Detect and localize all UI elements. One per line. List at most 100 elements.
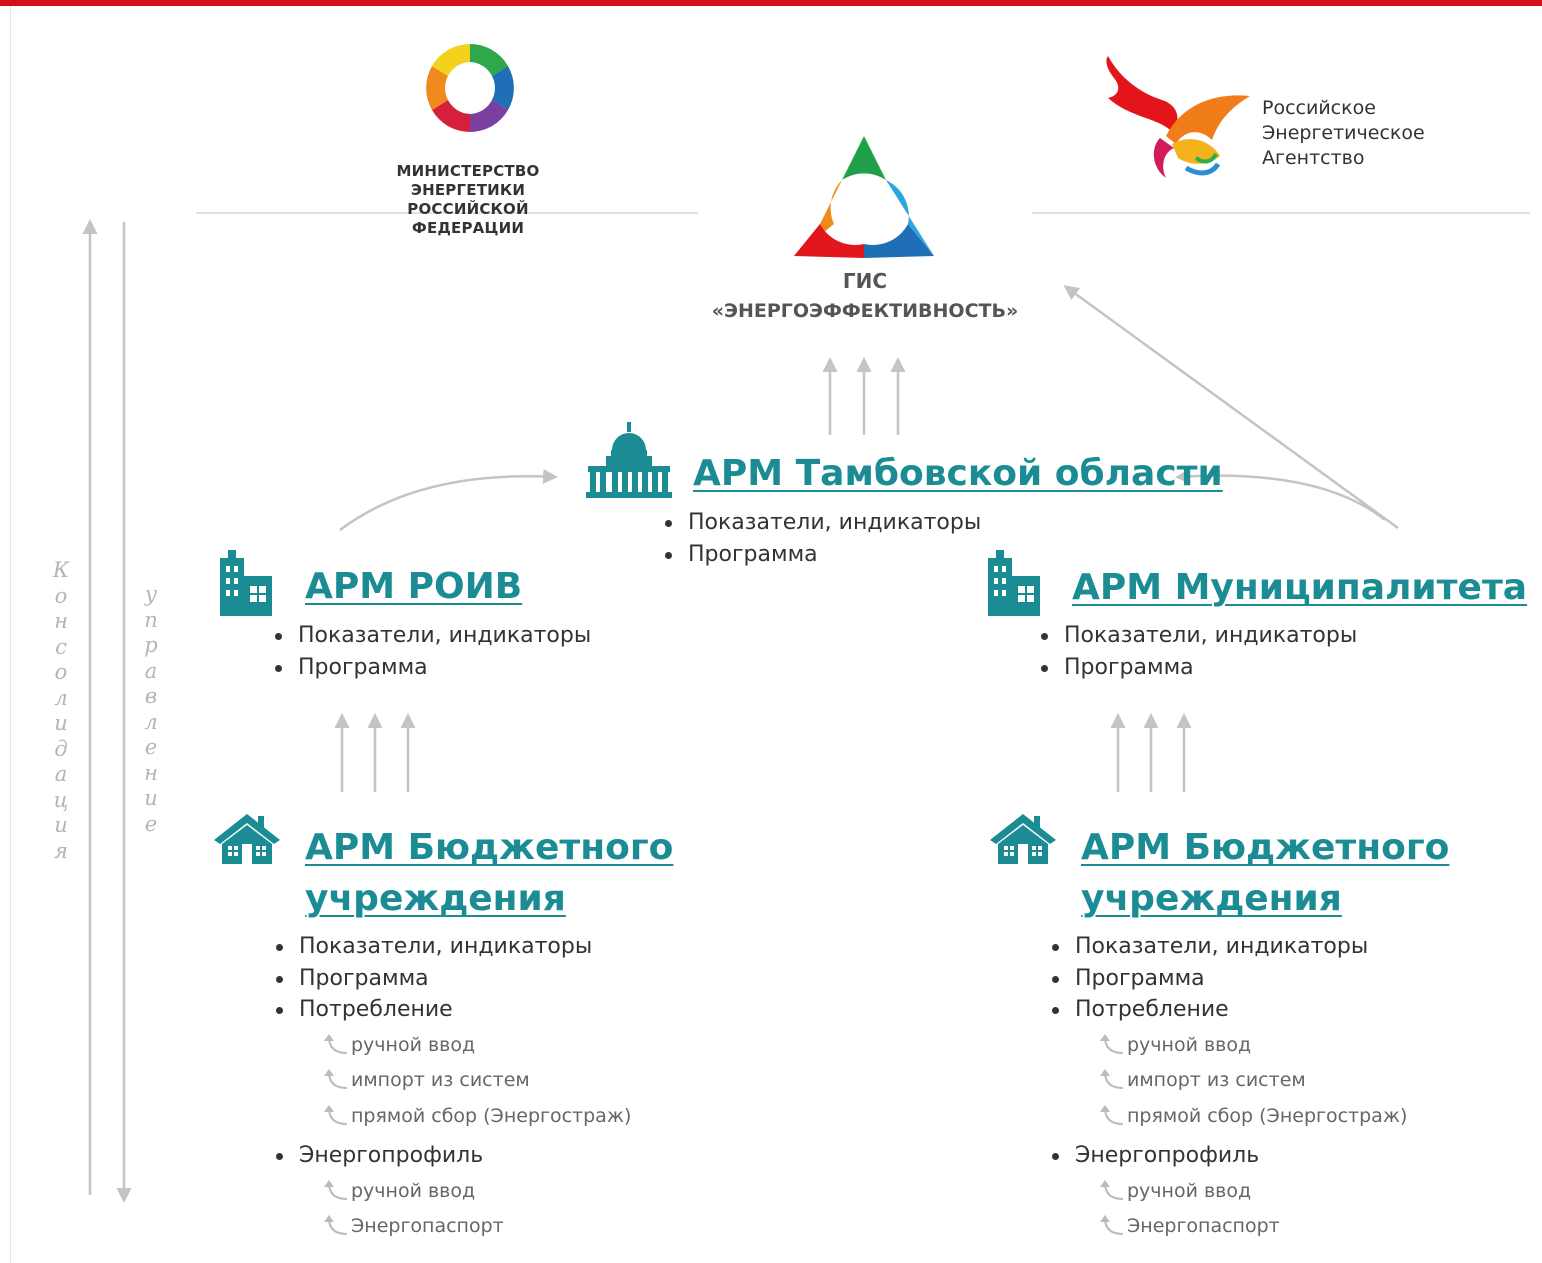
list-item-label: Потребление: [1075, 997, 1229, 1022]
arrow-roiv-region: [339, 468, 558, 532]
letter: л: [144, 709, 158, 734]
sub-item: прямой сбор (Энергостраж): [1075, 1099, 1407, 1135]
ministry-name: МИНИСТЕРСТВО ЭНЕРГЕТИКИ РОССИЙСКОЙ ФЕДЕР…: [350, 162, 586, 238]
region-items: Показатели, индикаторы Программа: [662, 507, 981, 570]
sub-item: ручной ввод: [299, 1028, 631, 1064]
gis-title-line2: «ЭНЕРГОЭФФЕКТИВНОСТЬ»: [711, 300, 1019, 322]
letter: и: [144, 786, 158, 810]
letter: К: [52, 558, 70, 582]
roiv-title-link[interactable]: АРМ РОИВ: [305, 566, 523, 607]
list-item: Показатели, индикаторы: [272, 620, 591, 652]
municipality-title-link[interactable]: АРМ Муниципалитета: [1072, 567, 1528, 608]
list-item: Показатели, индикаторы: [662, 507, 981, 539]
budget-right-title-line1: АРМ Бюджетного: [1081, 827, 1450, 868]
rea-name-line3: Агентство: [1262, 147, 1365, 169]
curved-arrow-icon: [1100, 1033, 1124, 1054]
letter: и: [54, 813, 68, 837]
curved-arrow-icon: [324, 1104, 348, 1125]
curved-arrow-icon: [324, 1179, 348, 1200]
sub-item-label: ручной ввод: [351, 1033, 476, 1056]
curved-arrow-icon: [1100, 1069, 1124, 1089]
sub-item: прямой сбор (Энергостраж): [299, 1099, 631, 1135]
consumption-sources: ручной ввод импорт из систем прямой сбор…: [1075, 1028, 1407, 1135]
header-divider-left: [196, 212, 698, 214]
gis-title-line1: ГИС: [842, 269, 888, 293]
letter: д: [54, 736, 68, 761]
rea-name: Российское Энергетическое Агентство: [1262, 96, 1425, 171]
budget-left-title-link[interactable]: АРМ Бюджетного учреждения: [305, 822, 673, 924]
profile-sources: ручной ввод Энергопаспорт: [1075, 1174, 1407, 1245]
letter: а: [144, 658, 158, 683]
letter: с: [55, 634, 67, 659]
phoenix-logo: [1106, 56, 1250, 178]
budget-left-title-line1: АРМ Бюджетного: [305, 827, 674, 868]
sub-item-label: Энергопаспорт: [1127, 1215, 1280, 1237]
list-item: Показатели, индикаторы: [1038, 620, 1357, 652]
region-title-link[interactable]: АРМ Тамбовской области: [693, 453, 1223, 494]
curved-arrow-icon: [1100, 1179, 1124, 1200]
consumption-sources: ручной ввод импорт из систем прямой сбор…: [299, 1028, 631, 1135]
sub-item: Энергопаспорт: [299, 1209, 631, 1245]
sub-item: ручной ввод: [1075, 1174, 1407, 1210]
top-accent-bar: [0, 0, 1542, 6]
list-item: Показатели, индикаторы: [273, 931, 631, 963]
curved-arrow-icon: [324, 1069, 348, 1089]
letter: а: [54, 762, 68, 786]
office-building-icon: [220, 550, 272, 616]
letter: е: [144, 735, 158, 759]
left-border-line: [10, 6, 11, 1263]
header-divider-right: [1032, 212, 1530, 214]
sub-item: импорт из систем: [299, 1063, 631, 1099]
management-label: у п р а в л е н и е: [136, 582, 166, 837]
letter: о: [54, 583, 68, 608]
profile-sources: ручной ввод Энергопаспорт: [299, 1174, 631, 1245]
sub-item-label: прямой сбор (Энергостраж): [351, 1104, 632, 1127]
sub-item: Энергопаспорт: [1075, 1209, 1407, 1245]
list-item: Потребление ручной ввод импорт из систем…: [273, 994, 631, 1134]
letter: р: [144, 633, 158, 657]
gis-title: ГИС «ЭНЕРГОЭФФЕКТИВНОСТЬ»: [640, 266, 1090, 326]
list-item-label: Энергопрофиль: [1075, 1143, 1260, 1168]
letter: и: [54, 711, 68, 735]
curved-arrow-icon: [1100, 1104, 1124, 1125]
sub-item-label: Энергопаспорт: [351, 1215, 504, 1237]
curved-arrow-icon: [324, 1033, 348, 1054]
list-item: Программа: [273, 963, 631, 995]
budget-right-title-line2: учреждения: [1081, 878, 1342, 919]
sub-item-label: ручной ввод: [351, 1179, 476, 1202]
letter: в: [144, 684, 158, 708]
ministry-name-line2: РОССИЙСКОЙ ФЕДЕРАЦИИ: [407, 200, 529, 237]
sub-item-label: импорт из систем: [351, 1069, 530, 1091]
sub-item: ручной ввод: [299, 1174, 631, 1210]
list-item: Энергопрофиль ручной ввод Энергопаспорт: [273, 1140, 631, 1245]
list-item-label: Энергопрофиль: [299, 1143, 484, 1168]
letter: е: [144, 811, 158, 836]
ministry-name-line1: МИНИСТЕРСТВО ЭНЕРГЕТИКИ: [396, 162, 540, 199]
list-item-label: Потребление: [299, 997, 453, 1022]
office-building-icon: [988, 550, 1040, 616]
arrow-municipality-region: [1175, 468, 1386, 521]
budget-right-items: Показатели, индикаторы Программа Потребл…: [1049, 931, 1407, 1251]
municipality-items: Показатели, индикаторы Программа: [1038, 620, 1357, 683]
curved-arrow-icon: [324, 1215, 348, 1235]
rea-name-line2: Энергетическое: [1262, 122, 1425, 144]
arrow-municipality-gis: [1063, 285, 1399, 530]
budget-right-title-link[interactable]: АРМ Бюджетного учреждения: [1081, 822, 1449, 924]
letter: о: [54, 660, 68, 684]
budget-left-items: Показатели, индикаторы Программа Потребл…: [273, 931, 631, 1251]
sub-item-label: ручной ввод: [1127, 1033, 1252, 1056]
list-item: Программа: [272, 652, 591, 684]
sub-item: ручной ввод: [1075, 1028, 1407, 1064]
curved-arrow-icon: [1100, 1215, 1124, 1235]
triangle-logo: [794, 136, 934, 258]
list-item: Энергопрофиль ручной ввод Энергопаспорт: [1049, 1140, 1407, 1245]
letter: н: [144, 760, 158, 785]
roiv-items: Показатели, индикаторы Программа: [272, 620, 591, 683]
list-item: Программа: [1038, 652, 1357, 684]
rea-name-line1: Российское: [1262, 97, 1376, 119]
letter: л: [54, 685, 68, 710]
budget-left-title-line2: учреждения: [305, 878, 566, 919]
sub-item-label: ручной ввод: [1127, 1179, 1252, 1202]
letter: у: [144, 582, 158, 606]
